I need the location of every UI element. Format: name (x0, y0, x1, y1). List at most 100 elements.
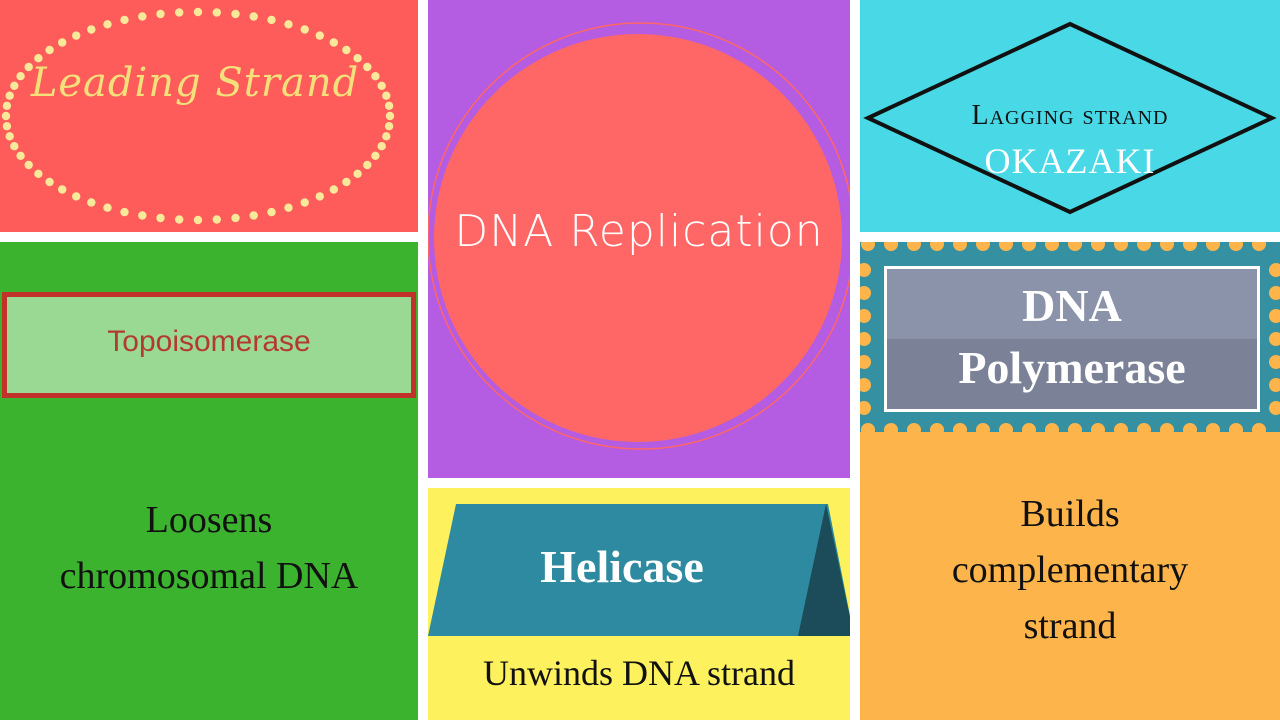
stamp-edge-dot (1269, 332, 1280, 346)
oval-dot (5, 91, 14, 100)
topoisomerase-description: Loosens chromosomal DNA (0, 492, 418, 604)
stamp-edge-dot (1269, 378, 1280, 392)
oval-dot (34, 54, 43, 63)
lagging-strand-panel: Lagging strand OKAZAKI (860, 0, 1280, 232)
oval-dot (231, 213, 240, 223)
helicase-ribbon (428, 504, 850, 636)
stamp-edge-dot (1022, 423, 1036, 437)
oval-dot (16, 151, 25, 160)
oval-dot (10, 142, 19, 151)
oval-dot (24, 62, 33, 72)
stamp-edge-dot (1206, 242, 1220, 251)
diamond-outline (863, 21, 1277, 215)
stamp-edge-dot (1137, 423, 1151, 437)
helicase-ribbon-graphic (428, 488, 850, 720)
stamp-edge-dot (1252, 423, 1266, 437)
oval-dot (24, 160, 33, 170)
lagging-background (860, 0, 1280, 232)
polymerase-label-line1: DNA (1022, 280, 1122, 331)
oval-dot (342, 177, 351, 187)
stamp-edge-dot (1269, 355, 1280, 369)
helicase-description: Unwinds DNA strand (483, 653, 795, 693)
leading-background (0, 0, 418, 232)
stamp-edge-dot (860, 378, 871, 392)
okazaki-label: OKAZAKI (984, 141, 1156, 181)
topoisomerase-desc-line2: chromosomal DNA (59, 555, 359, 597)
oval-dot (353, 169, 362, 178)
stamp-edge-dot (860, 401, 871, 415)
oval-dot (34, 169, 43, 178)
stamp-edge-dot (860, 332, 871, 346)
oval-dot (193, 7, 203, 17)
oval-dot (329, 185, 338, 194)
oval-dot (1, 111, 11, 121)
oval-dot (175, 8, 184, 17)
stamp-edge-dot (1269, 309, 1280, 323)
stamp-edge-dot (1045, 423, 1059, 437)
oval-dot (138, 211, 147, 220)
stamp-edge-dot (953, 423, 967, 437)
stamp-edge-dot (930, 242, 944, 251)
oval-dot (385, 111, 395, 121)
stamp-edge-dot (1229, 242, 1243, 251)
topoisomerase-label-box: Topoisomerase (2, 292, 416, 398)
oval-dot (329, 38, 338, 47)
oval-dot (249, 12, 258, 21)
center-circle-graphic (428, 0, 850, 478)
oval-dot (363, 160, 372, 170)
stamp-edge-dot (976, 242, 990, 251)
stamp-edge-dot (1269, 286, 1280, 300)
oval-dot (212, 8, 221, 17)
page-title: DNA Replication (454, 206, 824, 257)
oval-dot (284, 20, 293, 29)
stamp-edge-dot (1068, 242, 1082, 251)
oval-dot (363, 62, 372, 72)
oval-dot (16, 72, 25, 81)
stamp-edge-dot (860, 355, 871, 369)
stamp-edge-dot (884, 242, 898, 251)
stamp-edge-dot (1114, 423, 1128, 437)
oval-dot (5, 132, 14, 141)
stamp-edge-dot (999, 242, 1013, 251)
center-circle (434, 34, 842, 442)
oval-dot (300, 198, 309, 207)
oval-dot (120, 15, 129, 25)
oval-dot (72, 31, 81, 40)
oval-dot (384, 122, 394, 131)
oval-dot (371, 72, 380, 81)
stamp-edge-dot (861, 423, 875, 437)
stamp-edge-dot (884, 423, 898, 437)
oval-dot (353, 54, 362, 63)
stamp-edge-dot (1252, 242, 1266, 251)
stamp-edge-dot (1183, 423, 1197, 437)
polymerase-desc-line3: strand (1023, 605, 1117, 647)
leading-strand-label: Leading Strand (30, 60, 360, 106)
stamp-edge-dot (953, 242, 967, 251)
oval-dot (87, 198, 96, 207)
oval-dot (103, 203, 112, 212)
oval-dot (267, 15, 276, 25)
oval-dot (58, 38, 67, 47)
oval-dot (300, 25, 309, 34)
stamp-edge-dot (1269, 263, 1280, 277)
stamp-edge-dot (1114, 242, 1128, 251)
leading-strand-panel: Leading Strand (0, 0, 418, 232)
oval-dot (384, 101, 394, 111)
polymerase-desc-line1: Builds (1020, 493, 1120, 535)
diamond-frame (860, 0, 1280, 232)
oval-dot (382, 91, 391, 100)
stamp-edge-dot (860, 263, 871, 277)
polymerase-label: DNA Polymerase (887, 275, 1257, 399)
stamp-edge-dot (1160, 423, 1174, 437)
oval-dot (2, 101, 12, 111)
oval-dot (2, 122, 12, 131)
oval-dot (45, 177, 54, 187)
oval-dot (120, 207, 129, 217)
topoisomerase-panel: Topoisomerase Loosens chromosomal DNA (0, 242, 418, 720)
stamp-edge-dot (1068, 423, 1082, 437)
stamp-edge-dot (930, 423, 944, 437)
oval-dot (284, 203, 293, 212)
oval-dot (267, 207, 276, 217)
dotted-oval-frame (0, 0, 418, 232)
stamp-edge-dot (907, 423, 921, 437)
